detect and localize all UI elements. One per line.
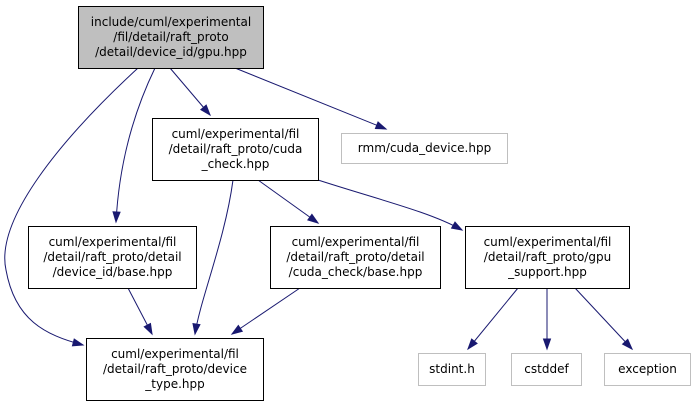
arrowhead-icon bbox=[374, 121, 388, 130]
edge-gpu_support_hpp-to-stdint_h bbox=[467, 287, 519, 351]
edges-layer bbox=[4, 67, 634, 351]
edge-line bbox=[317, 179, 463, 231]
edge-line bbox=[4, 67, 139, 346]
edge-device_id_base_hpp-to-device_type_hpp bbox=[127, 287, 153, 336]
node-label-line: include/cuml/experimental bbox=[91, 15, 251, 29]
node-label-line: exception bbox=[618, 362, 677, 376]
edge-gpu_support_hpp-to-cstddef bbox=[542, 288, 552, 351]
node-label-line: _support.hpp bbox=[507, 265, 587, 279]
node-box bbox=[341, 133, 508, 164]
node-box bbox=[511, 353, 582, 386]
edge-line bbox=[115, 67, 156, 223]
node-cuda-check-hpp[interactable]: cuml/experimental/fil/detail/raft_proto/… bbox=[152, 118, 319, 181]
node-box bbox=[270, 226, 441, 289]
node-label-line: rmm/cuda_device.hpp bbox=[358, 141, 491, 155]
node-exception: exception bbox=[604, 353, 691, 386]
node-box bbox=[78, 6, 264, 69]
arrowhead-icon bbox=[307, 213, 320, 224]
node-device-type-hpp[interactable]: cuml/experimental/fil/detail/raft_proto/… bbox=[86, 338, 264, 401]
edge-line bbox=[257, 179, 319, 224]
edge-gpu_hpp-to-device_id_base_hpp bbox=[112, 67, 156, 224]
node-gpu-support-hpp[interactable]: cuml/experimental/fil/detail/raft_proto/… bbox=[465, 226, 630, 289]
node-cuda-check-base-hpp[interactable]: cuml/experimental/fil/detail/raft_proto/… bbox=[270, 226, 441, 289]
node-label-line: cuml/experimental/fil bbox=[292, 235, 420, 249]
edge-cuda_check_hpp-to-cuda_check_base_hpp bbox=[257, 179, 320, 224]
arrowhead-icon bbox=[143, 322, 153, 336]
node-box bbox=[418, 353, 486, 386]
node-label-line: cuml/experimental/fil bbox=[484, 235, 612, 249]
node-label-line: /device_id/base.hpp bbox=[53, 265, 173, 279]
node-label-line: stdint.h bbox=[429, 362, 475, 376]
node-cstddef: cstddef bbox=[511, 353, 582, 386]
node-stdint-h: stdint.h bbox=[418, 353, 486, 386]
node-device-id-base-hpp[interactable]: cuml/experimental/fil/detail/raft_proto/… bbox=[28, 226, 197, 289]
node-box bbox=[28, 226, 197, 289]
arrowhead-icon bbox=[542, 338, 552, 351]
edge-line bbox=[231, 287, 301, 335]
node-label-line: /detail/raft_proto/detail bbox=[286, 250, 424, 264]
node-label-line: /detail/raft_proto/detail bbox=[43, 250, 181, 264]
node-label-line: cstddef bbox=[524, 362, 569, 376]
node-label-line: /cuda_check/base.hpp bbox=[289, 265, 423, 279]
edge-cuda_check_base_hpp-to-device_type_hpp bbox=[230, 287, 301, 335]
node-gpu-hpp[interactable]: include/cuml/experimental/fil/detail/raf… bbox=[78, 6, 264, 69]
edge-gpu_hpp-to-cuda_check_hpp bbox=[169, 67, 211, 117]
edge-line bbox=[234, 67, 387, 130]
edge-cuda_check_hpp-to-device_type_hpp bbox=[192, 179, 234, 336]
node-label-line: /fil/detail/raft_proto bbox=[113, 30, 228, 44]
arrowhead-icon bbox=[450, 221, 464, 231]
node-label-line: /detail/device_id/gpu.hpp bbox=[95, 45, 247, 59]
arrowhead-icon bbox=[621, 338, 634, 351]
node-rmm-cuda-device-hpp: rmm/cuda_device.hpp bbox=[341, 133, 508, 164]
node-label-line: cuml/experimental/fil bbox=[172, 127, 300, 141]
node-label-line: cuml/experimental/fil bbox=[111, 347, 239, 361]
edge-cuda_check_hpp-to-gpu_support_hpp bbox=[317, 179, 464, 231]
edge-gpu_hpp-to-rmm_cuda_device_hpp bbox=[234, 67, 388, 130]
node-label-line: /detail/raft_proto/device bbox=[103, 362, 247, 376]
arrowhead-icon bbox=[192, 322, 201, 336]
edge-gpu_support_hpp-to-exception bbox=[574, 287, 634, 351]
nodes-layer: include/cuml/experimental/fil/detail/raf… bbox=[28, 6, 691, 401]
arrowhead-icon bbox=[71, 338, 85, 347]
node-label-line: cuml/experimental/fil bbox=[49, 235, 177, 249]
arrowhead-icon bbox=[230, 324, 244, 335]
node-label-line: _type.hpp bbox=[144, 377, 204, 391]
node-label-line: /detail/raft_proto/gpu bbox=[484, 250, 611, 264]
arrowhead-icon bbox=[467, 338, 478, 351]
node-label-line: /detail/raft_proto/cuda bbox=[169, 142, 303, 156]
node-label-line: _check.hpp bbox=[201, 157, 270, 171]
node-box bbox=[86, 338, 264, 401]
edge-line bbox=[467, 287, 519, 350]
node-box bbox=[604, 353, 691, 386]
arrowhead-icon bbox=[112, 211, 121, 224]
edge-line bbox=[574, 287, 633, 350]
edge-line bbox=[194, 179, 234, 335]
edge-gpu_hpp-to-device_type_hpp bbox=[4, 67, 139, 347]
node-box bbox=[465, 226, 630, 289]
node-box bbox=[152, 118, 319, 181]
arrowhead-icon bbox=[199, 104, 211, 117]
